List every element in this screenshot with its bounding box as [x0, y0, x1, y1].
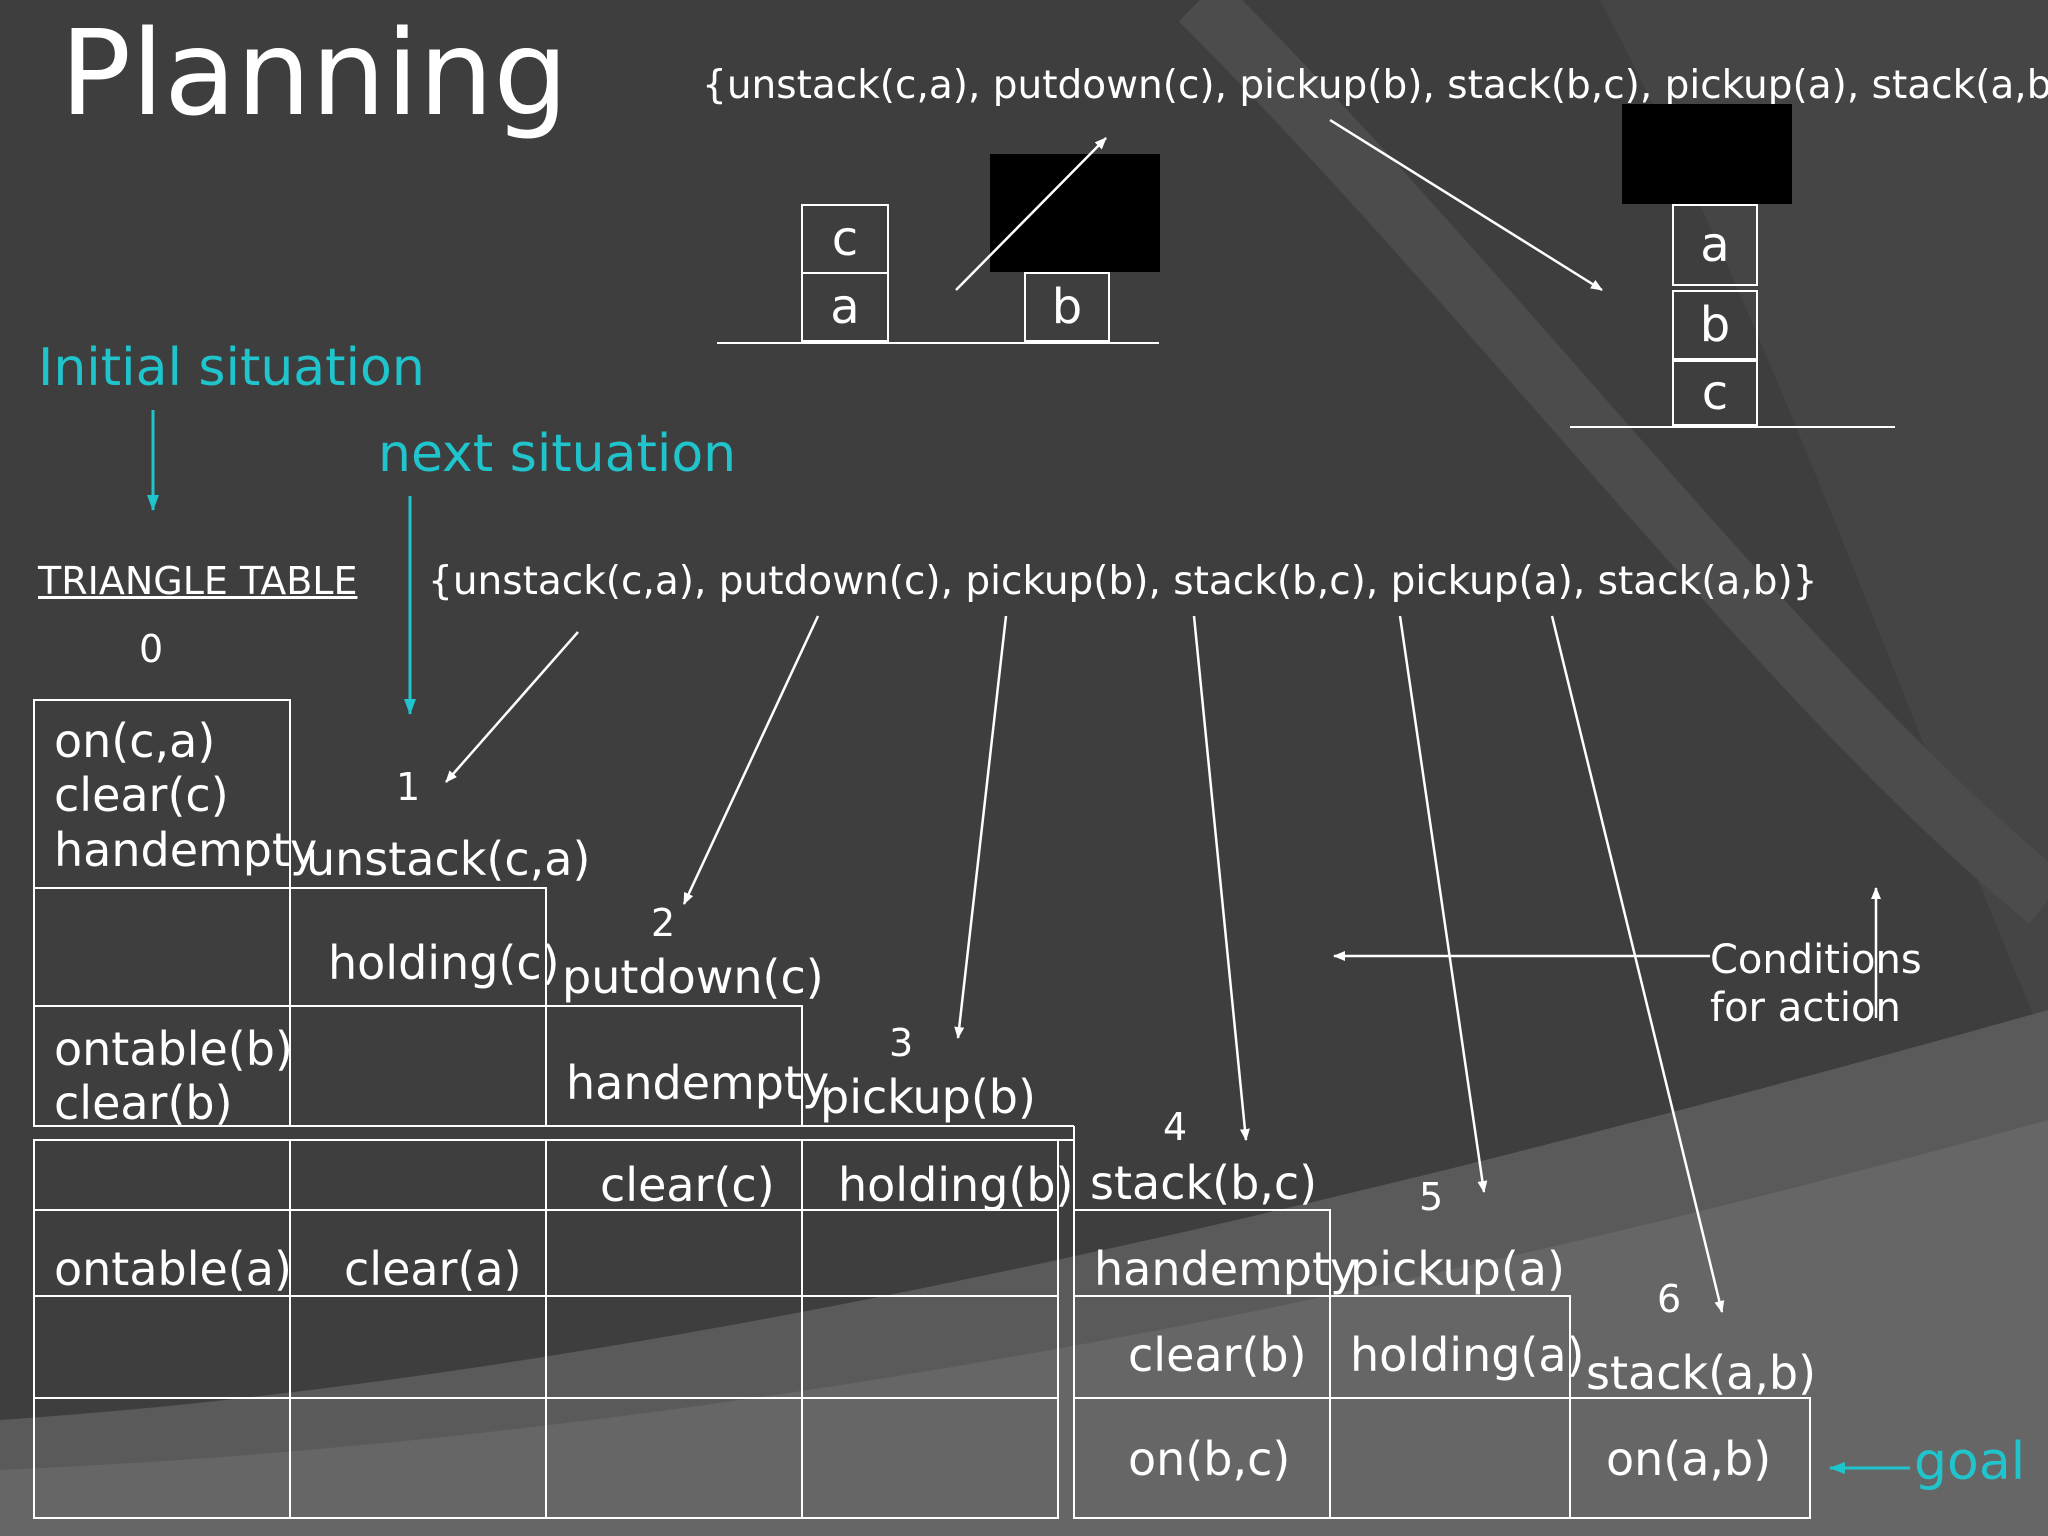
cell-holding-b: holding(b)	[838, 1158, 1074, 1212]
block-a-goal: a	[1672, 204, 1758, 286]
action-pickup-b: pickup(b)	[820, 1070, 1036, 1124]
cell-on-b-c: on(b,c)	[1128, 1432, 1291, 1486]
cell-initial-conditions: on(c,a) clear(c) handempty	[54, 714, 317, 877]
cell-clear-c-2: clear(c)	[600, 1158, 775, 1212]
cell-ontable-b: ontable(b)	[54, 1022, 293, 1076]
cell-on-c-a: on(c,a)	[54, 714, 216, 768]
initial-situation-label: Initial situation	[38, 338, 425, 398]
column-number-3: 3	[889, 1021, 914, 1065]
plan-sequence-top: {unstack(c,a), putdown(c), pickup(b), st…	[702, 63, 2048, 108]
next-situation-label: next situation	[378, 424, 737, 484]
column-number-2: 2	[651, 901, 676, 945]
cell-holding-a: holding(a)	[1350, 1328, 1585, 1382]
column-number-1: 1	[396, 765, 421, 809]
page-title: Planning	[60, 4, 569, 142]
action-stack-a-b: stack(a,b)	[1586, 1346, 1817, 1400]
conditions-line-2: for action	[1710, 985, 1901, 1031]
cell-clear-a: clear(a)	[344, 1242, 522, 1296]
cell-clear-b-2: clear(b)	[1128, 1328, 1307, 1382]
table-line-goal	[1570, 426, 1895, 428]
action-unstack-c-a: unstack(c,a)	[306, 832, 591, 886]
cell-ontable-a: ontable(a)	[54, 1242, 292, 1296]
cell-clear-b-1: clear(b)	[54, 1076, 233, 1131]
plan-sequence-middle: {unstack(c,a), putdown(c), pickup(b), st…	[428, 559, 1818, 604]
block-b-goal: b	[1672, 290, 1758, 360]
goal-label: goal	[1914, 1432, 2026, 1492]
block-a-initial: a	[801, 272, 889, 342]
cell-handempty-3: handempty	[1094, 1242, 1358, 1296]
column-number-4: 4	[1163, 1105, 1188, 1149]
conditions-line-1: Conditions	[1710, 937, 1922, 983]
block-c-goal: c	[1672, 360, 1758, 426]
redaction-box-goal	[1622, 104, 1792, 204]
triangle-table-heading: TRIANGLE TABLE	[38, 559, 358, 603]
column-number-0: 0	[139, 627, 164, 671]
cell-handempty-1: handempty	[54, 822, 318, 877]
action-stack-b-c: stack(b,c)	[1090, 1156, 1318, 1210]
action-putdown-c: putdown(c)	[562, 950, 824, 1004]
action-pickup-a: pickup(a)	[1350, 1242, 1565, 1296]
cell-clear-c: clear(c)	[54, 768, 229, 823]
cell-handempty-2: handempty	[566, 1056, 830, 1110]
conditions-for-action-label: Conditions for action	[1710, 936, 1922, 1032]
cell-holding-c: holding(c)	[328, 936, 560, 990]
cell-on-a-b: on(a,b)	[1606, 1432, 1772, 1486]
cell-ontable-b-group: ontable(b) clear(b)	[54, 1022, 293, 1131]
table-line-initial	[717, 342, 1159, 344]
